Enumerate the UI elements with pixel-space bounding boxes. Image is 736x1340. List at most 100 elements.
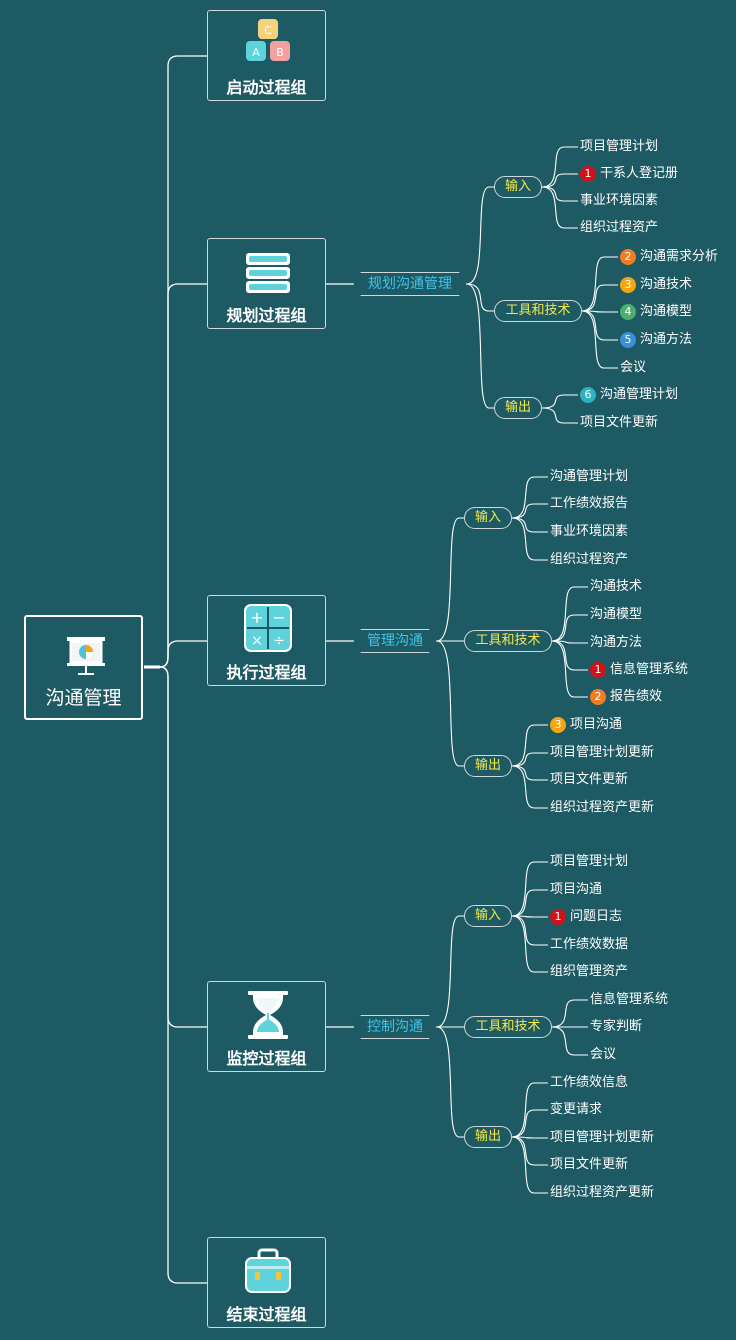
connector-line — [511, 1109, 548, 1138]
leaf-item[interactable]: 沟通模型 — [590, 607, 643, 622]
connector-line — [466, 283, 494, 409]
leaf-item[interactable]: 项目管理计划 — [550, 854, 629, 869]
connector-line — [541, 173, 578, 188]
connector-line — [541, 394, 578, 409]
leaf-item[interactable]: 项目文件更新 — [580, 415, 659, 430]
execute-outputs-node[interactable]: 输出 — [464, 755, 512, 777]
group-monitor-label: 监控过程组 — [226, 1049, 307, 1068]
leaf-item[interactable]: 会议 — [620, 360, 647, 375]
leaf-item[interactable]: 会议 — [590, 1047, 617, 1062]
priority-badge: 1 — [550, 909, 566, 925]
svg-text:−: − — [272, 608, 285, 627]
connector-line — [511, 1136, 548, 1139]
leaf-item[interactable]: 项目文件更新 — [550, 1157, 629, 1172]
root-label: 沟通管理 — [45, 687, 122, 709]
plan-tools-node[interactable]: 工具和技术 — [494, 300, 582, 322]
leaf-item[interactable]: 工作绩效信息 — [550, 1075, 629, 1090]
svg-text:+: + — [250, 608, 263, 627]
group-initiate[interactable]: C A B 启动过程组 — [207, 10, 326, 101]
connector-line — [581, 310, 618, 369]
connector-line — [511, 915, 548, 946]
leaf-item[interactable]: 沟通方法 — [590, 635, 643, 650]
monitor-outputs-node[interactable]: 输出 — [464, 1126, 512, 1148]
process-manage-communications[interactable]: 管理沟通 — [353, 629, 437, 653]
leaf-item[interactable]: 变更请求 — [550, 1102, 603, 1117]
connector-line — [551, 586, 588, 642]
leaf-item[interactable]: 组织过程资产更新 — [550, 1185, 655, 1200]
connector-line — [541, 146, 578, 188]
group-initiate-label: 启动过程组 — [226, 78, 307, 97]
priority-badge: 5 — [620, 332, 636, 348]
priority-badge: 2 — [620, 249, 636, 265]
svg-text:C: C — [264, 24, 272, 37]
leaf-item[interactable]: 组织管理资产 — [550, 964, 629, 979]
connector-line — [551, 999, 588, 1028]
root-node[interactable]: 沟通管理 — [24, 615, 143, 720]
connector-line — [551, 640, 588, 671]
abc-blocks-icon: C A B — [244, 17, 292, 73]
connector-line — [511, 1136, 548, 1166]
leaf-item[interactable]: 信息管理系统 — [590, 992, 669, 1007]
leaf-item[interactable]: 沟通技术 — [590, 579, 643, 594]
svg-text:÷: ÷ — [273, 633, 285, 649]
monitor-inputs-node[interactable]: 输入 — [464, 905, 512, 927]
leaf-item[interactable]: 项目管理计划更新 — [550, 1130, 655, 1145]
calculator-icon: + − × ÷ — [244, 602, 292, 658]
connector-line — [466, 283, 494, 312]
leaf-item[interactable]: 项目文件更新 — [550, 772, 629, 787]
connector-line — [511, 861, 548, 917]
leaf-item[interactable]: 组织过程资产 — [580, 220, 659, 235]
leaf-item[interactable]: 项目管理计划更新 — [550, 745, 655, 760]
briefcase-icon — [244, 1244, 292, 1300]
connector-line — [511, 752, 548, 767]
leaf-item[interactable]: 专家判断 — [590, 1019, 643, 1034]
connector-line — [159, 283, 207, 668]
connector-line — [581, 310, 618, 313]
execute-inputs-node[interactable]: 输入 — [464, 507, 512, 529]
leaf-item[interactable]: 事业环境因素 — [550, 524, 629, 539]
leaf-item[interactable]: 项目沟通 — [550, 882, 603, 897]
connector-line — [551, 614, 588, 642]
connector-line — [541, 186, 578, 229]
leaf-item[interactable]: 沟通管理计划 — [550, 469, 629, 484]
leaf-item[interactable]: 事业环境因素 — [580, 193, 659, 208]
group-close[interactable]: 结束过程组 — [207, 1237, 326, 1328]
connector-line — [511, 915, 548, 973]
group-execute[interactable]: + − × ÷ 执行过程组 — [207, 595, 326, 686]
connector-line — [581, 256, 618, 312]
leaf-item[interactable]: 工作绩效数据 — [550, 937, 629, 952]
leaf-item[interactable]: 项目管理计划 — [580, 139, 659, 154]
process-plan-communications[interactable]: 规划沟通管理 — [353, 272, 467, 296]
priority-badge: 1 — [590, 662, 606, 678]
group-monitor[interactable]: 监控过程组 — [207, 981, 326, 1072]
connector-line — [511, 765, 548, 809]
priority-badge: 1 — [580, 166, 596, 182]
group-plan[interactable]: 规划过程组 — [207, 238, 326, 329]
monitor-tools-node[interactable]: 工具和技术 — [464, 1016, 552, 1038]
execute-tools-node[interactable]: 工具和技术 — [464, 630, 552, 652]
connector-line — [159, 666, 207, 1284]
connector-line — [436, 1026, 464, 1138]
leaf-item[interactable]: 工作绩效报告 — [550, 496, 629, 511]
plan-inputs-node[interactable]: 输入 — [494, 176, 542, 198]
connector-line — [511, 1136, 548, 1194]
leaf-item[interactable]: 组织过程资产更新 — [550, 800, 655, 815]
connector-line — [511, 889, 548, 917]
priority-badge: 2 — [590, 689, 606, 705]
process-control-communications[interactable]: 控制沟通 — [353, 1015, 437, 1039]
connector-line — [581, 310, 618, 341]
connector-line — [551, 640, 588, 698]
plan-outputs-node[interactable]: 输出 — [494, 397, 542, 419]
leaf-item[interactable]: 组织过程资产 — [550, 552, 629, 567]
